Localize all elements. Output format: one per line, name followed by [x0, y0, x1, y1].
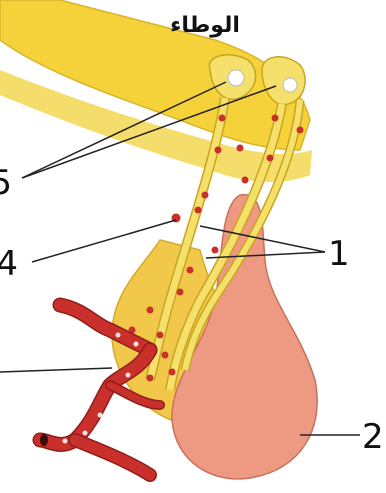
label-5: 5 — [0, 163, 12, 203]
label-2: 2 — [362, 417, 384, 457]
leader-line-3 — [0, 368, 112, 372]
label-1: 1 — [328, 234, 350, 274]
label-4: 4 — [0, 244, 18, 284]
title-label: الوطاء — [170, 13, 240, 38]
